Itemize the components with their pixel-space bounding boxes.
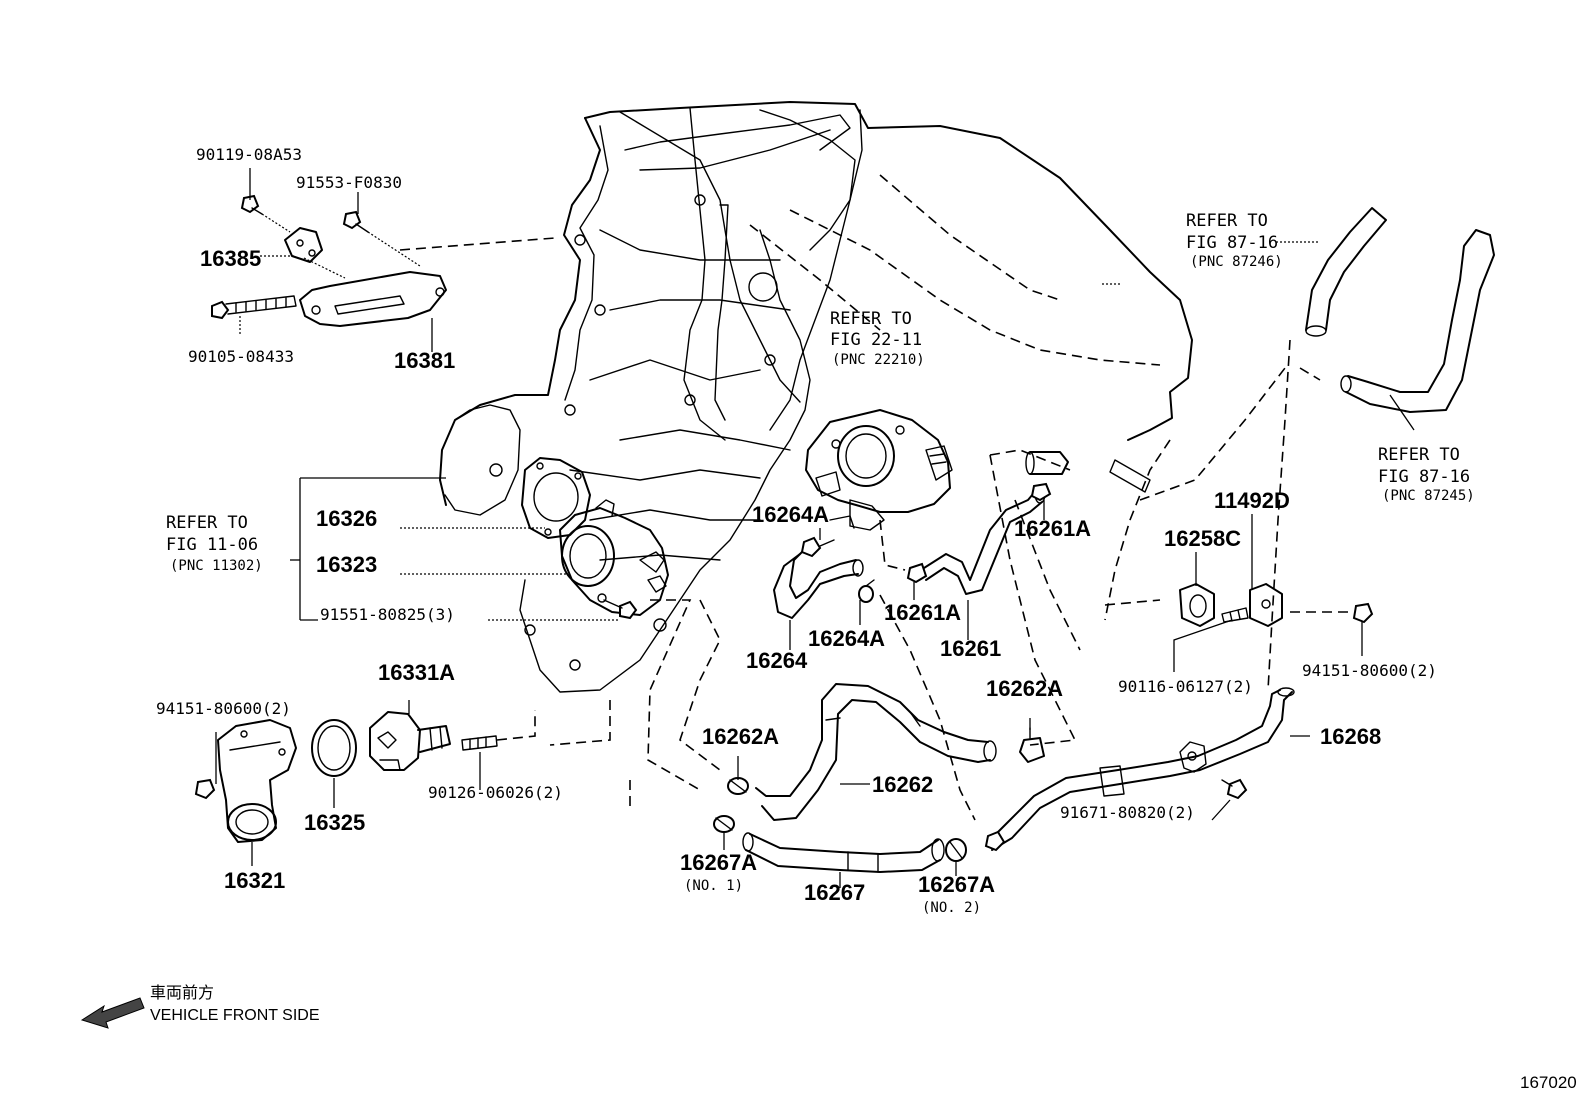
clamp-16267A-no2-graphic [945, 838, 967, 862]
refer-fig2211-line3: (PNC 22210) [832, 352, 925, 368]
bolt-91671-80820-graphic [1221, 778, 1248, 800]
engine-phantom-lines [399, 174, 1321, 821]
label-16267A-no1-note: (NO. 1) [684, 878, 743, 894]
label-16261A-top[interactable]: 16261A [1014, 516, 1091, 541]
clamp-16264A-top-graphic [800, 536, 835, 558]
water-inlet-16321-graphic [217, 719, 297, 843]
refer-fig2211-line2[interactable]: FIG 22-11 [830, 330, 922, 350]
refer-fig8716b-line1: REFER TO [1378, 445, 1460, 465]
label-91553-F0830[interactable]: 91553-F0830 [296, 173, 402, 192]
label-16264A-bottom[interactable]: 16264A [808, 626, 885, 651]
part-labels: 90119-08A53 91553-F0830 16385 90105-0843… [156, 145, 1475, 916]
refer-fig8716a-line1: REFER TO [1186, 211, 1268, 231]
refer-fig8716a-line2[interactable]: FIG 87-16 [1186, 233, 1278, 253]
gasket-16325-graphic [311, 719, 357, 777]
label-90126-06026[interactable]: 90126-06026(2) [428, 783, 563, 802]
label-16264A-top[interactable]: 16264A [752, 502, 829, 527]
clamp-16261A-bottom-graphic [906, 562, 928, 584]
label-16261[interactable]: 16261 [940, 636, 1001, 661]
bolt-91551-80825-graphic [603, 599, 638, 620]
bypass-pipe-16268-graphic [984, 687, 1295, 852]
front-arrow-icon [80, 997, 145, 1029]
label-16262A-right[interactable]: 16262A [986, 676, 1063, 701]
label-16326[interactable]: 16326 [316, 506, 377, 531]
stud-90126-06026-graphic [461, 710, 536, 751]
heater-hose-87245-graphic [1340, 229, 1495, 413]
heater-hose-87246-graphic [1305, 207, 1387, 337]
label-16331A[interactable]: 16331A [378, 660, 455, 685]
nut-94151-80600-right-graphic [1290, 602, 1374, 624]
gasket-11492D-graphic [1249, 583, 1283, 627]
refer-fig8716a-line3: (PNC 87246) [1190, 254, 1283, 270]
gasket-16326-graphic [521, 457, 591, 539]
label-16267A-no2-note: (NO. 2) [922, 900, 981, 916]
label-16385[interactable]: 16385 [200, 246, 261, 271]
label-90105-08433[interactable]: 90105-08433 [188, 347, 294, 366]
label-90116-06127[interactable]: 90116-06127(2) [1118, 677, 1253, 696]
refer-fig1106-line1: REFER TO [166, 513, 248, 533]
throttle-body-graphic [805, 409, 953, 531]
label-16264[interactable]: 16264 [746, 648, 808, 673]
refer-fig2211-line1: REFER TO [830, 309, 912, 329]
engine-block-outline [439, 101, 1193, 693]
gasket-16258C-graphic [1179, 583, 1215, 627]
thermostat-16331A-graphic [369, 711, 451, 771]
label-16258C[interactable]: 16258C [1164, 526, 1241, 551]
label-16267A-no1[interactable]: 16267A [680, 850, 757, 875]
bolt-91553-F0830-graphic [342, 210, 421, 267]
tube-refer-16261-graphic [1025, 451, 1069, 475]
label-90119-08A53[interactable]: 90119-08A53 [196, 145, 302, 164]
hose-16267-graphic [742, 832, 945, 873]
clamp-16262A-left-graphic [727, 777, 749, 795]
label-91551-80825[interactable]: 91551-80825(3) [320, 605, 455, 624]
label-94151-80600-left[interactable]: 94151-80600(2) [156, 699, 291, 718]
refer-fig8716b-line3: (PNC 87245) [1382, 488, 1475, 504]
label-16267[interactable]: 16267 [804, 880, 865, 905]
vehicle-front-en: VEHICLE FRONT SIDE [150, 1007, 320, 1024]
label-16261A-bottom[interactable]: 16261A [884, 600, 961, 625]
label-94151-80600-right[interactable]: 94151-80600(2) [1302, 661, 1437, 680]
label-16262A-left[interactable]: 16262A [702, 724, 779, 749]
bolt-90105-08433-graphic [211, 295, 297, 320]
label-16267A-no2[interactable]: 16267A [918, 872, 995, 897]
label-11492D[interactable]: 11492D [1214, 488, 1290, 513]
clamp-16267A-no1-graphic [713, 815, 735, 833]
bracket-16381-graphic [284, 227, 447, 327]
figure-id: 167020 [1520, 1073, 1577, 1092]
water-inlet-housing-16323-graphic [559, 499, 669, 616]
label-16321[interactable]: 16321 [224, 868, 285, 893]
nut-94151-80600-left-graphic [194, 778, 216, 800]
refer-fig1106-line3: (PNC 11302) [170, 558, 263, 574]
vehicle-front-jp: 車両前方 [150, 984, 214, 1002]
leader-lines [215, 168, 1415, 888]
clamp-16264A-bottom-graphic [858, 579, 875, 603]
label-16262[interactable]: 16262 [872, 772, 933, 797]
stud-90116-06127-graphic [1221, 607, 1249, 623]
label-16325[interactable]: 16325 [304, 810, 365, 835]
clamp-16261A-top-graphic [1030, 482, 1052, 502]
label-16381[interactable]: 16381 [394, 348, 455, 373]
label-16268[interactable]: 16268 [1320, 724, 1381, 749]
label-91671-80820[interactable]: 91671-80820(2) [1060, 803, 1195, 822]
refer-fig1106-line2[interactable]: FIG 11-06 [166, 535, 258, 555]
label-16323[interactable]: 16323 [316, 552, 377, 577]
hose-16262-graphic [755, 683, 997, 821]
vehicle-front-indicator: 車両前方 VEHICLE FRONT SIDE [80, 984, 320, 1029]
bolt-90119-08A53-graphic [240, 194, 291, 233]
refer-fig8716b-line2[interactable]: FIG 87-16 [1378, 467, 1470, 487]
hose-16264-graphic [773, 545, 864, 619]
